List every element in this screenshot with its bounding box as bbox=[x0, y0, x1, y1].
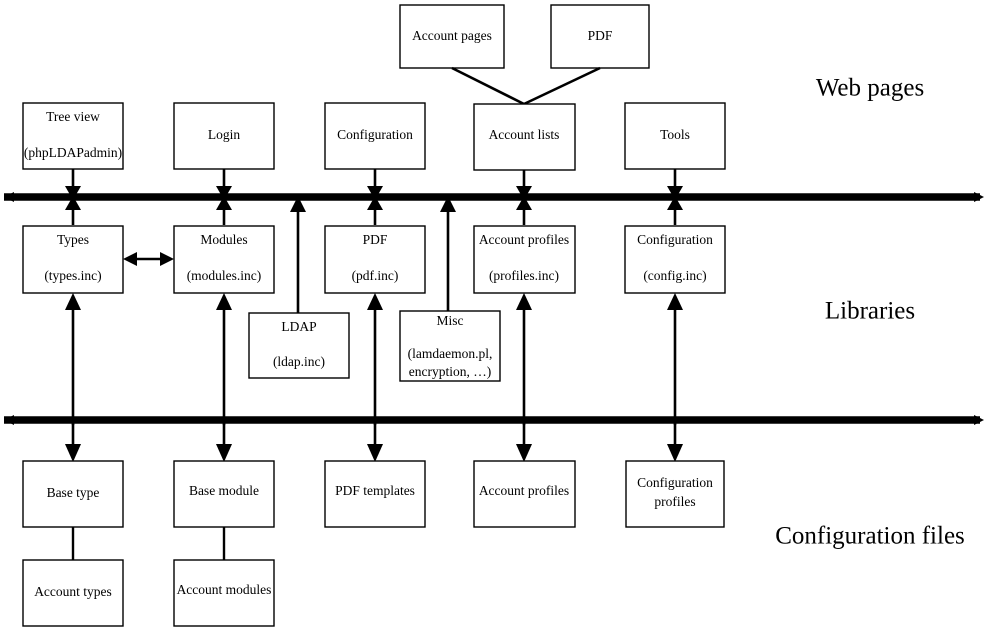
node-misc-sub-line2: encryption, …) bbox=[409, 364, 491, 379]
arrow-base-type-to-types bbox=[65, 293, 81, 425]
node-account-modules: Account modules bbox=[173, 559, 275, 627]
arrow-configuration-web-down bbox=[367, 169, 383, 200]
connector-pdf-top-to-account-lists bbox=[523, 66, 601, 106]
node-account-types: Account types bbox=[22, 559, 124, 627]
arrow-down-to-account-profiles-cfg bbox=[516, 420, 532, 462]
arrow-down-to-base-type bbox=[65, 420, 81, 462]
node-tree-view-sub: (phpLDAPadmin) bbox=[24, 145, 122, 160]
arrow-down-to-base-module bbox=[216, 420, 232, 462]
arrow-configuration-lib-up bbox=[667, 196, 683, 225]
node-ldap: LDAP (ldap.inc) bbox=[248, 312, 350, 379]
node-account-modules-label: Account modules bbox=[177, 582, 272, 597]
section-label-libraries: Libraries bbox=[825, 298, 915, 325]
node-account-pages-label: Account pages bbox=[412, 28, 492, 43]
node-pdf-top: PDF bbox=[550, 4, 650, 69]
node-account-profiles-lib: Account profiles (profiles.inc) bbox=[473, 225, 576, 294]
node-account-profiles-cfg: Account profiles bbox=[473, 460, 576, 528]
node-ldap-sub: (ldap.inc) bbox=[273, 354, 325, 369]
arrow-base-module-to-modules bbox=[216, 293, 232, 425]
node-configuration-web-label: Configuration bbox=[337, 127, 413, 142]
arrow-tree-view-down bbox=[65, 169, 81, 200]
bus-bar-1-left-cap bbox=[4, 192, 14, 202]
node-misc: Misc (lamdaemon.pl, encryption, …) bbox=[399, 310, 501, 382]
node-configuration-profiles: Configuration profiles bbox=[625, 460, 725, 528]
node-account-lists: Account lists bbox=[473, 103, 576, 171]
arrow-modules-up bbox=[216, 196, 232, 225]
connector-types-modules-bidirectional bbox=[123, 252, 174, 266]
node-modules: Modules (modules.inc) bbox=[173, 225, 275, 294]
arrow-down-to-pdf-templates bbox=[367, 420, 383, 462]
arrow-login-down bbox=[216, 169, 232, 200]
node-tools-label: Tools bbox=[660, 127, 690, 142]
node-tools: Tools bbox=[624, 102, 726, 170]
node-pdf-lib-sub: (pdf.inc) bbox=[352, 268, 399, 283]
arrow-configuration-profiles-to-lib bbox=[667, 293, 683, 425]
arrow-account-profiles-lib-up bbox=[516, 196, 532, 225]
node-pdf-lib-label: PDF bbox=[363, 232, 388, 247]
node-configuration-profiles-label-line2: profiles bbox=[654, 494, 695, 509]
arrow-account-lists-down bbox=[516, 170, 532, 200]
bus-bar-2-left-cap bbox=[4, 415, 14, 425]
node-pdf-top-label: PDF bbox=[588, 28, 613, 43]
node-pdf-lib: PDF (pdf.inc) bbox=[324, 225, 426, 294]
node-configuration-lib-sub: (config.inc) bbox=[643, 268, 706, 283]
node-login-label: Login bbox=[208, 127, 240, 142]
arrow-pdf-templates-to-pdf-lib bbox=[367, 293, 383, 425]
node-pdf-templates: PDF templates bbox=[324, 460, 426, 528]
node-base-module: Base module bbox=[173, 460, 275, 528]
bus-bar-2-right-cap bbox=[974, 415, 984, 425]
node-types-label: Types bbox=[57, 232, 89, 247]
node-base-type-label: Base type bbox=[47, 485, 100, 500]
node-tree-view: Tree view (phpLDAPadmin) bbox=[22, 102, 124, 170]
node-configuration-profiles-label-line1: Configuration bbox=[637, 475, 713, 490]
bus-bar-1-right-cap bbox=[974, 192, 984, 202]
node-login: Login bbox=[173, 102, 275, 170]
section-label-web-pages: Web pages bbox=[816, 75, 924, 102]
node-misc-sub-line1: (lamdaemon.pl, bbox=[408, 346, 493, 361]
arrow-account-profiles-cfg-to-lib bbox=[516, 293, 532, 425]
node-tree-view-label: Tree view bbox=[46, 109, 100, 124]
node-types: Types (types.inc) bbox=[22, 225, 124, 294]
node-configuration-lib-label: Configuration bbox=[637, 232, 713, 247]
node-types-sub: (types.inc) bbox=[44, 268, 101, 283]
node-configuration-web: Configuration bbox=[324, 102, 426, 170]
node-base-type: Base type bbox=[22, 460, 124, 528]
arrow-misc-up bbox=[440, 196, 456, 316]
node-ldap-label: LDAP bbox=[281, 319, 316, 334]
node-base-module-label: Base module bbox=[189, 483, 259, 498]
node-pdf-templates-label: PDF templates bbox=[335, 483, 415, 498]
section-label-configuration-files: Configuration files bbox=[775, 523, 965, 550]
arrow-tools-down bbox=[667, 169, 683, 200]
node-account-pages: Account pages bbox=[399, 4, 505, 69]
node-account-lists-label: Account lists bbox=[489, 127, 560, 142]
node-misc-label: Misc bbox=[437, 313, 464, 328]
node-modules-sub: (modules.inc) bbox=[187, 268, 262, 283]
arrow-down-to-configuration-profiles bbox=[667, 420, 683, 462]
node-account-profiles-cfg-label: Account profiles bbox=[479, 483, 569, 498]
arrow-ldap-up bbox=[290, 196, 306, 316]
node-account-profiles-lib-sub: (profiles.inc) bbox=[489, 268, 559, 283]
node-account-profiles-lib-label: Account profiles bbox=[479, 232, 569, 247]
node-configuration-lib: Configuration (config.inc) bbox=[624, 225, 726, 294]
arrow-pdf-lib-up bbox=[367, 196, 383, 225]
node-account-types-label: Account types bbox=[34, 584, 112, 599]
connector-account-pages-to-account-lists bbox=[451, 66, 525, 106]
arrow-types-up bbox=[65, 196, 81, 225]
node-modules-label: Modules bbox=[200, 232, 247, 247]
